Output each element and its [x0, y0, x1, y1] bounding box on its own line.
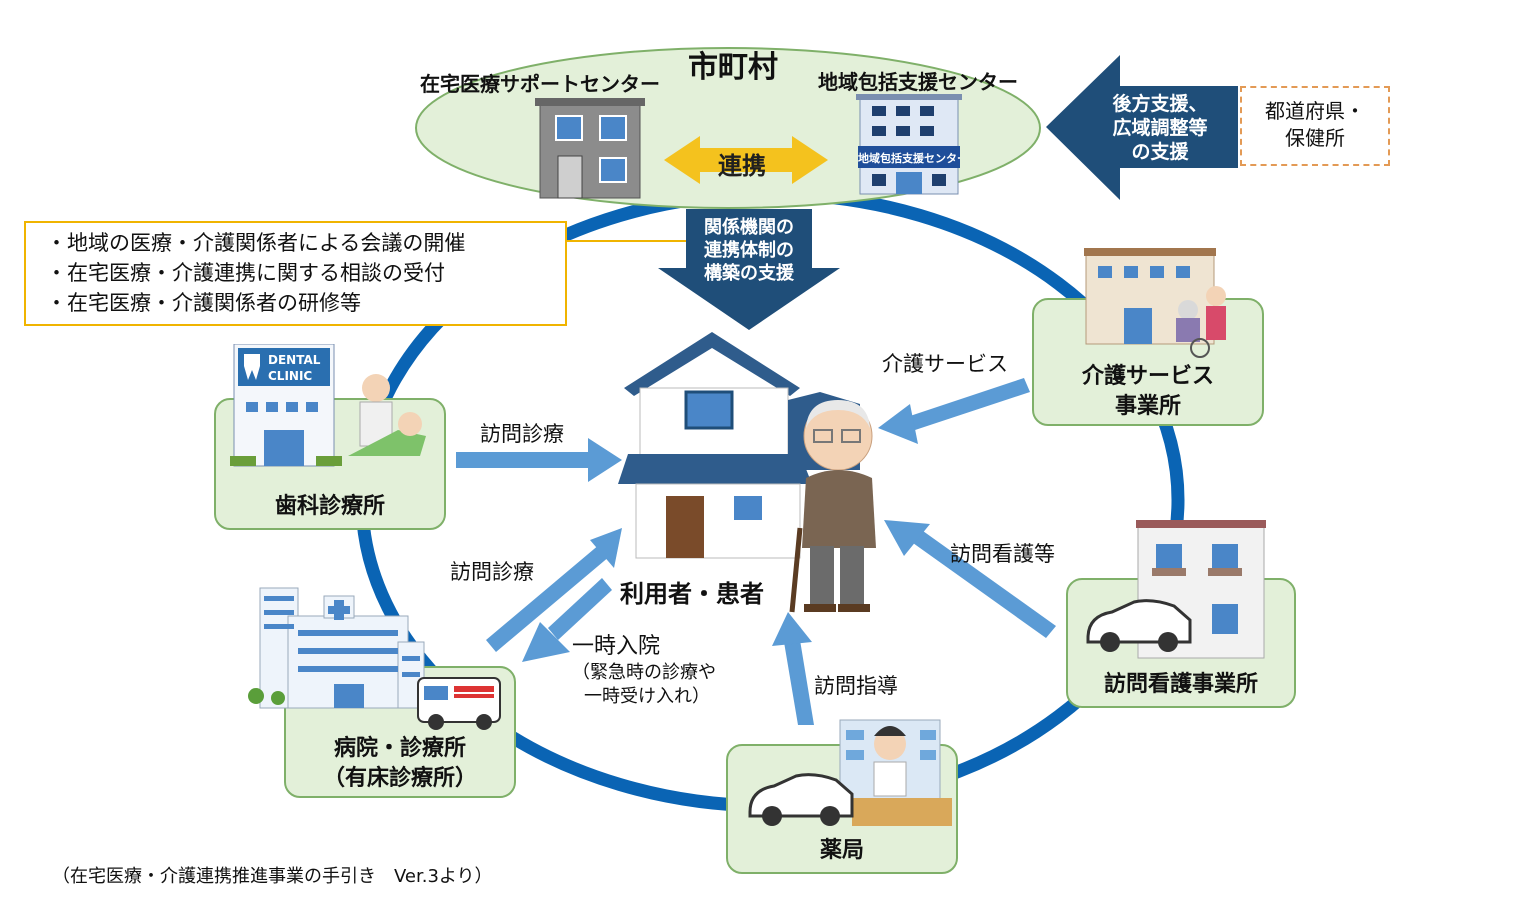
- prefecture-support-arrow: [1046, 55, 1238, 200]
- cooperation-arrow: [664, 136, 828, 184]
- hospital-label-line2: （有床診療所）: [322, 766, 477, 791]
- cooperation-label: 連携: [718, 152, 766, 180]
- home-support-center-label: 在宅医療サポートセンター: [420, 72, 660, 96]
- elderly-patient-icon: [789, 400, 876, 613]
- care-service-label-line1: 介護サービス: [1081, 364, 1214, 389]
- hospital-label-line1: 病院・診療所: [333, 736, 466, 761]
- prefecture-support-text: 後方支援、 広域調整等 の支援: [1092, 92, 1228, 164]
- arrow-care-service: [878, 378, 1030, 444]
- nursing-office-label: 訪問看護事業所: [1103, 672, 1258, 697]
- prefecture-support-line2: 広域調整等: [1112, 117, 1208, 139]
- activity-item: ・在宅医療・介護関係者の研修等: [46, 291, 361, 315]
- dental-clinic-label: 歯科診療所: [274, 494, 385, 519]
- home-support-building-icon: [535, 98, 645, 199]
- center-support-line1: 関係機関の: [704, 217, 794, 238]
- nursing-office-icon: [1086, 520, 1266, 659]
- pharmacy-label: 薬局: [819, 838, 864, 863]
- building-sign: 地域包括支援センター: [858, 152, 960, 165]
- dental-sign-line2: CLINIC: [268, 369, 312, 383]
- source-note: （在宅医療・介護連携推進事業の手引き Ver.3より）: [52, 866, 493, 887]
- activity-item: ・地域の医療・介護関係者による会議の開催: [46, 231, 466, 255]
- hospital-icon: [248, 587, 501, 730]
- pharmacy-icon: [748, 719, 952, 826]
- patient-label: 利用者・患者: [620, 580, 764, 608]
- regional-support-building-icon: [856, 94, 962, 195]
- pharmacy-visit-arrow-label: 訪問指導: [814, 674, 898, 698]
- admission-note-line2: 一時受け入れ）: [584, 686, 710, 707]
- dental-visit-arrow-label: 訪問診療: [480, 422, 564, 446]
- arrow-hospital-visit: [486, 528, 622, 652]
- dental-sign-line1: DENTAL: [268, 353, 321, 367]
- arrow-dental-visit: [456, 438, 622, 482]
- center-support-arrow: [658, 209, 840, 330]
- center-support-text: 関係機関の 連携体制の 構築の支援: [686, 216, 812, 285]
- center-support-line2: 連携体制の: [704, 240, 794, 261]
- municipality-title: 市町村: [688, 50, 778, 85]
- care-service-label-line2: 事業所: [1114, 394, 1181, 419]
- home-house-icon: [618, 332, 860, 559]
- care-service-arrow-label: 介護サービス: [882, 352, 1008, 376]
- arrow-admission: [522, 578, 612, 662]
- prefecture-label-line1: 都道府県・: [1265, 99, 1365, 123]
- admission-note-line1: （緊急時の診療や: [572, 662, 716, 683]
- arrow-nursing-visit: [884, 520, 1056, 638]
- nursing-visit-arrow-label: 訪問看護等: [950, 542, 1055, 566]
- prefecture-label-line2: 保健所: [1285, 126, 1345, 150]
- arrow-pharmacy-visit: [772, 612, 814, 725]
- activities-list: ・地域の医療・介護関係者による会議の開催 ・在宅医療・介護連携に関する相談の受付…: [24, 221, 567, 326]
- activity-item: ・在宅医療・介護連携に関する相談の受付: [46, 261, 445, 285]
- regional-support-center-label: 地域包括支援センター: [818, 70, 1018, 94]
- center-support-line3: 構築の支援: [704, 263, 794, 284]
- hospital-visit-arrow-label: 訪問診療: [450, 560, 534, 584]
- prefecture-box: 都道府県・ 保健所: [1240, 86, 1390, 166]
- prefecture-support-line3: の支援: [1131, 141, 1189, 163]
- care-facility-icon: [1084, 248, 1226, 358]
- admission-arrow-label: 一時入院: [572, 634, 661, 659]
- dental-clinic-icon: DENTAL CLINIC: [230, 344, 426, 467]
- prefecture-support-line1: 後方支援、: [1112, 93, 1208, 115]
